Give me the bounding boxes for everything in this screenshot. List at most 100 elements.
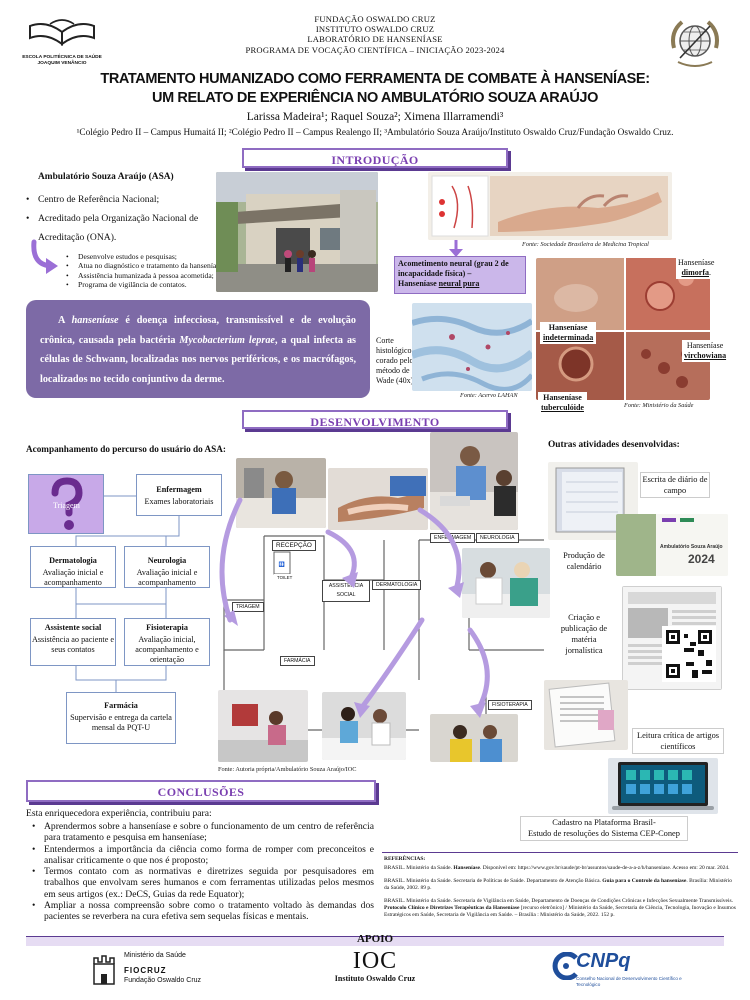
cnpq-small: Conselho Nacional de Desenvolvimento Cie… [576, 976, 682, 987]
activity-calendar: Produção de calendário [563, 551, 605, 571]
definition-text: , a qual infecta as células de Schwann, … [40, 334, 356, 385]
form-prefix: Hanseníase [678, 258, 715, 267]
list-item: Centro de Referência Nacional; [26, 190, 216, 209]
map-label-dermatologia: DERMATOLOGIA [372, 580, 422, 590]
ms-line1: Ministério da Saúde [124, 952, 186, 959]
cnpq-logo: CNPq Conselho Nacional de Desenvolviment… [552, 950, 702, 992]
references-heading: REFERÊNCIAS: [384, 856, 426, 862]
list-item: Assistência humanizada à pessoa acometid… [66, 271, 236, 281]
asa-list: Centro de Referência Nacional; Acreditad… [26, 190, 216, 247]
histology-photo [412, 303, 532, 391]
ref-text: BRASIL. Ministério da Saúde. Secretaria … [384, 877, 603, 884]
references-divider [382, 852, 738, 853]
form-prefix: Hanseníase [548, 323, 588, 332]
flow-body: Exames laboratoriais [144, 497, 214, 506]
list-item: Termos contato com as normativas e diret… [32, 866, 374, 900]
section-desenvolvimento: DESENVOLVIMENTO [242, 410, 508, 429]
cnpq-big: CNPq [576, 950, 631, 972]
asa-sublist: Desenvolve estudos e pesquisas; Atua no … [66, 252, 236, 290]
map-label-toilet: TOILET [274, 574, 296, 581]
caption-sbmt: Fonte: Sociedade Brasileira de Medicina … [522, 241, 649, 248]
activity-platform: Cadastro na Plataforma Brasil- Estudo de… [520, 816, 688, 841]
apoio-bar [26, 936, 724, 946]
notebook-photo [548, 462, 638, 540]
ioc-small: Instituto Oswaldo Cruz [334, 974, 416, 983]
flow-fisioterapia: Fisioterapia Avaliação inicial, acompanh… [124, 618, 210, 666]
map-label-neurologia: NEUROLOGIA [476, 533, 519, 543]
triagem-box: Triagem [28, 474, 104, 534]
flow-body: Avaliação inicial e acompanhamento [136, 568, 198, 587]
list-item: Aprendermos sobre a hanseníase e sobre o… [32, 821, 374, 844]
map-label-triagem: TRIAGEM [232, 602, 264, 612]
flow-heading: Acompanhamento do percurso do usuário do… [26, 444, 226, 454]
conclusions-intro: Esta enriquecedora experiência, contribu… [26, 808, 212, 819]
map-label-recepcao: RECEPÇÃO [272, 540, 316, 551]
flow-title: Dermatologia [49, 556, 97, 565]
section-conclusoes: CONCLUSÕES [26, 780, 376, 802]
clinical-forms-photos [536, 258, 710, 400]
calendar-photo: Ambulatório Souza Araújo 2024 [616, 514, 728, 576]
definition-text: é doença infecciosa, transmissível e de … [40, 315, 356, 346]
flow-arrows [219, 497, 490, 718]
map-label-fisioterapia: FISIOTERAPIA [488, 700, 532, 710]
reference-item: BRASIL. Ministério da Saúde. Secretaria … [384, 898, 736, 920]
ioc-logo: IOC Instituto Oswaldo Cruz [320, 948, 430, 992]
conclusions-list: Aprendermos sobre a hanseníase e sobre o… [32, 821, 374, 923]
open-book-icon [29, 19, 95, 46]
toilet-icon: 🚻 [279, 561, 285, 568]
fiocruz-logo: Ministério da Saúde FIOCRUZ Fundação Osw… [92, 952, 222, 992]
authors: Larissa Madeira¹; Raquel Souza²; Ximena … [246, 111, 504, 123]
map-label-farmacia: FARMÁCIA [280, 656, 315, 666]
definition-species: Mycobacterium leprae [179, 334, 275, 346]
nurse-photo [430, 432, 518, 530]
other-heading: Outras atividades desenvolvidas: [548, 440, 680, 450]
apoio-heading: APOIO [356, 933, 394, 945]
form-prefix: Hanseníase [543, 393, 582, 402]
fiocruz-seal [666, 14, 724, 72]
flow-neurologia: Neurologia Avaliação inicial e acompanha… [124, 546, 210, 588]
form-name: tuberculóide [541, 403, 584, 412]
definition-box: A hanseníase é doença infecciosa, transm… [26, 300, 370, 398]
form-name: virchowiana [684, 351, 727, 360]
physio-photo [462, 548, 550, 618]
activity-reading: Leitura crítica de artigos científicos [632, 728, 724, 754]
reference-item: BRASIL. Ministério da Saúde. Hanseníase.… [384, 865, 736, 872]
flow-title: Neurologia [147, 556, 187, 565]
acometimento-box: Acometimento neural (grau 2 de incapacid… [394, 256, 526, 294]
title-line-2: UM RELATO DE EXPERIÊNCIA NO AMBULATÓRIO … [152, 90, 598, 106]
flow-title: Fisioterapia [146, 623, 188, 632]
activity-article: Criação e publicação de matéria jornalís… [560, 613, 608, 655]
curved-arrow-icon [31, 239, 58, 274]
cnpq-mark-icon [552, 952, 578, 980]
list-item: Entendermos a importância da ciência com… [32, 844, 374, 867]
ref-title: Hanseníase [453, 865, 480, 872]
ref-title: Protocolo Clínico e Diretrizes Terapêuti… [384, 905, 520, 912]
list-item: Programa de vigilância de contatos. [66, 280, 236, 290]
flow-body: Avaliação inicial, acompanhamento e orie… [135, 635, 199, 664]
institution-block: FUNDAÇÃO OSWALDO CRUZ INSTITUTO OSWALDO … [0, 14, 750, 55]
reception-photo [218, 690, 308, 762]
castle-icon [93, 955, 115, 985]
ref-text: . Disponível em: https://www.gov.br/saud… [479, 865, 730, 872]
caption-ms: Fonte: Ministério da Saúde [624, 402, 694, 409]
form-prefix: Hanseníase [686, 341, 724, 350]
flow-farmacia: Farmácia Supervisão e entrega da cartela… [66, 692, 176, 744]
institution-line: LABORATÓRIO DE HANSENÍASE [307, 34, 443, 45]
institution-line: INSTITUTO OSWALDO CRUZ [315, 24, 435, 35]
ref-text: . Brasília: Ministério da Saúde, 2002. 8… [384, 877, 733, 892]
globe-seal-icon [671, 20, 719, 67]
triagem-label: Triagem [53, 501, 80, 510]
ref-text: BRASIL. Ministério da Saúde. [384, 865, 454, 872]
flow-body: Avaliação inicial e acompanhamento [42, 568, 104, 587]
institution-line: FUNDAÇÃO OSWALDO CRUZ [314, 14, 436, 24]
list-item: Desenvolve estudos e pesquisas; [66, 252, 236, 262]
calendar-title: Ambulatório Souza Araújo [660, 544, 723, 550]
epsjv-logo-text: ESCOLA POLITÉCNICA DE SAÚDE JOAQUIM VENÂ… [22, 55, 102, 66]
list-item: Atua no diagnóstico e tratamento da hans… [66, 261, 236, 271]
neural-hand-photo [428, 172, 672, 240]
flow-dermatologia: Dermatologia Avaliação inicial e acompan… [30, 546, 116, 588]
institution-line: PROGRAMA DE VOCAÇÃO CIENTÍFICA – INICIAÇ… [245, 44, 505, 55]
epsjv-logo: ESCOLA POLITÉCNICA DE SAÚDE JOAQUIM VENÂ… [22, 18, 102, 66]
